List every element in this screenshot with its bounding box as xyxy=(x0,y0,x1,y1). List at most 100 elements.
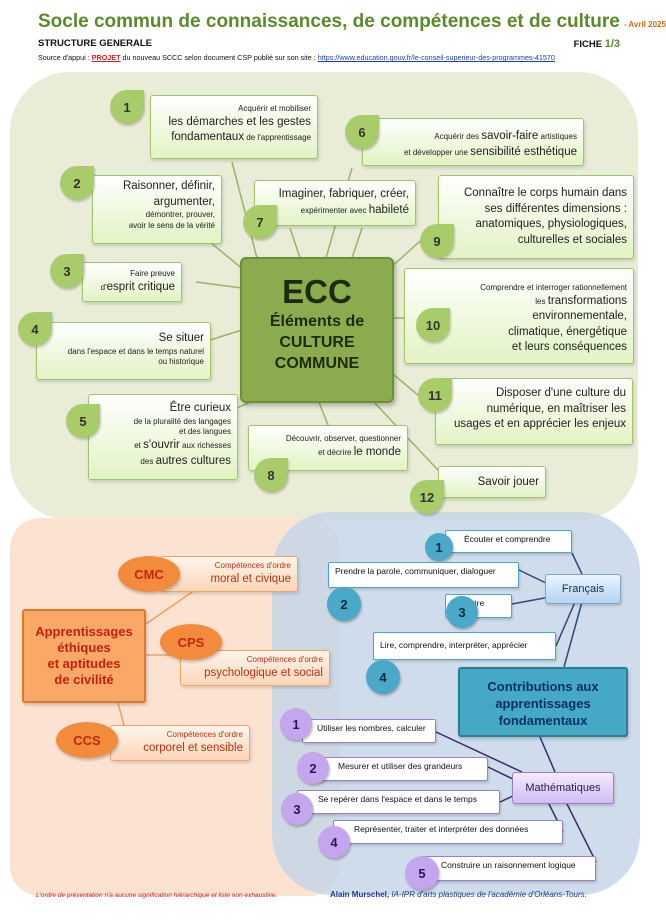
ecc-item-1-l1: Acquérir et mobiliser xyxy=(238,104,311,113)
ecc-item-9-l1: Connaître le corps humain dans xyxy=(463,187,627,199)
maths-num-5: 5 xyxy=(405,856,439,890)
ecc-leaf-1: 1 xyxy=(110,90,144,124)
civility-center-l2: éthiques xyxy=(57,640,111,655)
ecc-item-11-l3: usages et en apprécier les enjeux xyxy=(454,418,626,431)
ecc-item-5-l1: Être curieux xyxy=(169,402,231,414)
ecc-item-5-l4a: et xyxy=(134,441,141,451)
author-role: IA-IPR d'arts plastiques de l'académie d… xyxy=(391,890,587,899)
ecc-leaf-8: 8 xyxy=(254,458,288,492)
ecc-item-10-l5: et leurs conséquences xyxy=(511,341,627,354)
title-date: - Avril 2025 xyxy=(623,20,666,29)
ecc-item-2-l2: argumenter, xyxy=(153,195,215,208)
maths-node: Mathématiques xyxy=(512,772,614,804)
ecc-item-7: Imaginer, fabriquer, créer, expérimenter… xyxy=(254,180,416,226)
ecc-item-6-l1a: Acquérir des xyxy=(434,132,480,141)
ecc-item-10-l3: environnementale, xyxy=(532,310,627,323)
civility-cps-badge: CPS xyxy=(160,624,222,660)
ecc-item-2-l1: Raisonner, définir, xyxy=(122,180,215,192)
maths-item-2: Mesurer et utiliser des grandeurs xyxy=(315,757,488,781)
title-text: Socle commun de connaissances, de compét… xyxy=(38,11,620,32)
ecc-item-12: Savoir jouer xyxy=(438,466,546,498)
fiche-text: FICHE xyxy=(573,39,603,50)
maths-num-3: 3 xyxy=(281,793,313,825)
ecc-item-6-l1c: artistiques xyxy=(540,132,577,141)
ecc-item-8-l1: Découvrir, observer, questionner xyxy=(285,434,401,443)
civility-center-l4: de civilité xyxy=(54,672,114,687)
ecc-center: ECC Éléments de CULTURE COMMUNE xyxy=(240,257,394,403)
ecc-item-5-l4c: aux richesses xyxy=(182,441,231,451)
ecc-leaf-10: 10 xyxy=(416,308,450,342)
ecc-item-5-l2: de la pluralité des langages xyxy=(133,416,231,426)
civility-center: Apprentissages éthiques et aptitudes de … xyxy=(22,609,146,703)
ecc-item-5-l5b: autres cultures xyxy=(155,454,231,467)
ecc-item-5-l3: et des langues xyxy=(178,427,231,437)
fondamentaux-center-l3: fondamentaux xyxy=(498,713,588,728)
civility-ccs-small: Compétences d'ordre xyxy=(166,730,243,739)
ecc-item-11-l2: numérique, en maîtriser les xyxy=(486,402,626,415)
ecc-item-9-l2: ses différentes dimensions : xyxy=(484,202,627,215)
francais-node: Français xyxy=(545,574,621,604)
ecc-item-7-l1: Imaginer, fabriquer, créer, xyxy=(278,188,409,200)
ecc-leaf-2: 2 xyxy=(60,166,94,200)
source-line: Source d'appui : PROJET du nouveau SCCC … xyxy=(38,53,555,62)
source-projet: PROJET xyxy=(91,53,121,62)
ecc-item-8-l2a: et décrire xyxy=(318,447,352,457)
civility-cmc-badge: CMC xyxy=(118,556,180,592)
ecc-item-7-l2b: habileté xyxy=(368,203,409,216)
ecc-full-3: COMMUNE xyxy=(274,355,360,372)
source-link[interactable]: https://www.education.gouv.fr/le-conseil… xyxy=(317,53,555,62)
ecc-item-7-l2a: expérimenter avec xyxy=(300,205,367,215)
footer-author: Alain Murschel, IA-IPR d'arts plastiques… xyxy=(330,890,587,899)
civility-cmc-small: Compétences d'ordre xyxy=(214,561,291,570)
ecc-item-10-l1: Comprendre et interroger rationnellement xyxy=(480,283,627,292)
civility-item-cmc: Compétences d'ordre moral et civique xyxy=(160,556,298,592)
ecc-item-10: Comprendre et interroger rationnellement… xyxy=(404,268,634,364)
ecc-item-9-l4: culturelles et sociales xyxy=(517,233,627,246)
francais-item-1: Écouter et comprendre xyxy=(445,530,572,553)
ecc-item-11: Disposer d'une culture du numérique, en … xyxy=(435,378,633,445)
ecc-item-1-l3b: de l'apprentissage xyxy=(246,133,311,143)
ecc-leaf-7: 7 xyxy=(243,205,277,239)
author-name: Alain Murschel, xyxy=(330,890,390,899)
ecc-item-10-l2b: transformations xyxy=(547,294,627,307)
ecc-title: ECC xyxy=(282,273,352,310)
maths-item-3: Se repérer dans l'espace et dans le temp… xyxy=(297,790,500,814)
ecc-item-6-l2a: et développer une xyxy=(403,147,468,157)
ecc-item-5-l5a: des xyxy=(140,456,154,466)
fiche-number: 1/3 xyxy=(604,38,620,50)
maths-item-4: Représenter, traiter et interpréter des … xyxy=(333,820,563,844)
maths-num-2: 2 xyxy=(297,752,329,784)
ecc-item-6-l2b: sensibilité esthétique xyxy=(470,145,577,158)
ecc-full-2: CULTURE xyxy=(279,334,355,351)
francais-num-1: 1 xyxy=(425,533,453,561)
ecc-leaf-3: 3 xyxy=(50,254,84,288)
source-prefix: Source d'appui : xyxy=(38,53,90,62)
francais-num-2: 2 xyxy=(327,587,361,621)
ecc-item-9-l3: anatomiques, physiologiques, xyxy=(475,218,627,231)
francais-num-3: 3 xyxy=(446,596,478,628)
ecc-item-1: Acquérir et mobiliser les démarches et l… xyxy=(150,95,318,159)
ecc-item-10-l2a: les xyxy=(535,296,546,306)
ecc-item-4-l2: dans l'espace et dans le temps naturel xyxy=(67,346,204,356)
ecc-leaf-6: 6 xyxy=(345,115,379,149)
ecc-item-3: Faire preuve d'esprit critique xyxy=(82,262,182,302)
ecc-item-3-l2b: esprit critique xyxy=(106,280,175,293)
francais-item-2: Prendre la parole, communiquer, dialogue… xyxy=(328,562,519,588)
fiche-label: FICHE 1/3 xyxy=(574,38,620,50)
fondamentaux-center-l1: Contributions aux xyxy=(487,679,599,694)
ecc-item-4: Se situer dans l'espace et dans le temps… xyxy=(36,322,211,380)
civility-cps-big: psychologique et social xyxy=(204,667,323,680)
ecc-item-2-l4: avoir le sens de la vérité xyxy=(128,220,215,230)
civility-center-l3: et aptitudes xyxy=(47,656,121,671)
ecc-leaf-4: 4 xyxy=(18,312,52,346)
ecc-item-3-l2a: d' xyxy=(100,282,107,292)
ecc-item-5: Être curieux de la pluralité des langage… xyxy=(88,394,238,480)
civility-cmc-big: moral et civique xyxy=(210,573,291,586)
ecc-leaf-9: 9 xyxy=(420,224,454,258)
civility-ccs-badge: CCS xyxy=(56,722,118,758)
maths-item-1: Utiliser les nombres, calculer xyxy=(302,719,436,743)
francais-num-4: 4 xyxy=(366,660,400,694)
footer-note: L'ordre de présentation n'a aucune signi… xyxy=(36,892,278,899)
fondamentaux-center-l2: apprentissages xyxy=(495,696,591,711)
ecc-item-1-l3a: fondamentaux xyxy=(171,131,245,144)
